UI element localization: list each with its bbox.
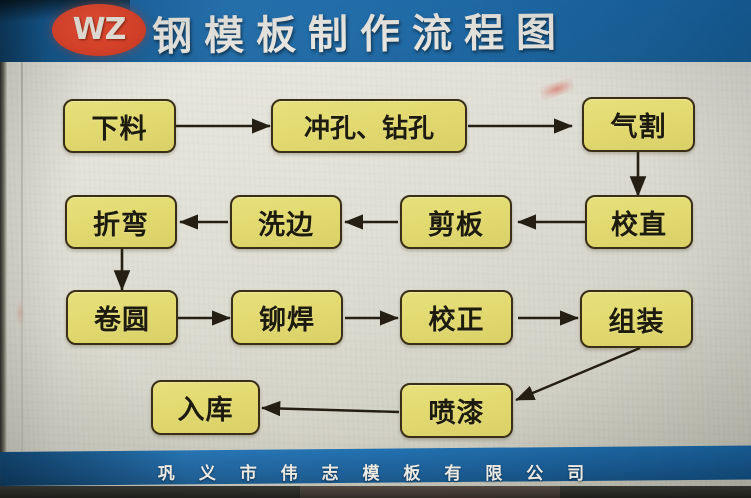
logo-text: WZ bbox=[72, 11, 127, 47]
flow-node-ruku[interactable]: 入库 bbox=[151, 380, 260, 435]
flow-node-chongkong-zuankong[interactable]: 冲孔、钻孔 bbox=[271, 99, 467, 153]
flow-node-penqi[interactable]: 喷漆 bbox=[400, 383, 513, 438]
flow-node-xiaoliao[interactable]: 下料 bbox=[63, 99, 176, 153]
company-name: 巩 义 市 伟 志 模 板 有 限 公 司 bbox=[157, 463, 594, 484]
flow-node-xibian[interactable]: 洗边 bbox=[230, 195, 342, 249]
flow-node-maohan[interactable]: 铆焊 bbox=[231, 290, 343, 345]
photo-bottom-edge-detail bbox=[300, 486, 560, 498]
flow-node-qige[interactable]: 气割 bbox=[582, 97, 695, 152]
board-left-edge bbox=[0, 0, 7, 498]
flow-node-juanyuan[interactable]: 卷圆 bbox=[66, 290, 178, 345]
flow-node-zuzhuang[interactable]: 组装 bbox=[580, 290, 693, 348]
edge-zuzhuang-to-penqi bbox=[515, 346, 641, 402]
edge-penqi-to-ruku bbox=[261, 400, 400, 417]
flow-node-zhewan[interactable]: 折弯 bbox=[65, 195, 177, 249]
board-seam bbox=[21, 62, 23, 482]
flow-node-jiaozheng[interactable]: 校正 bbox=[400, 290, 513, 345]
flow-node-jianban[interactable]: 剪板 bbox=[400, 195, 512, 249]
company-logo-badge: WZ bbox=[52, 4, 146, 56]
flow-node-jiaozhi[interactable]: 校直 bbox=[585, 195, 693, 249]
